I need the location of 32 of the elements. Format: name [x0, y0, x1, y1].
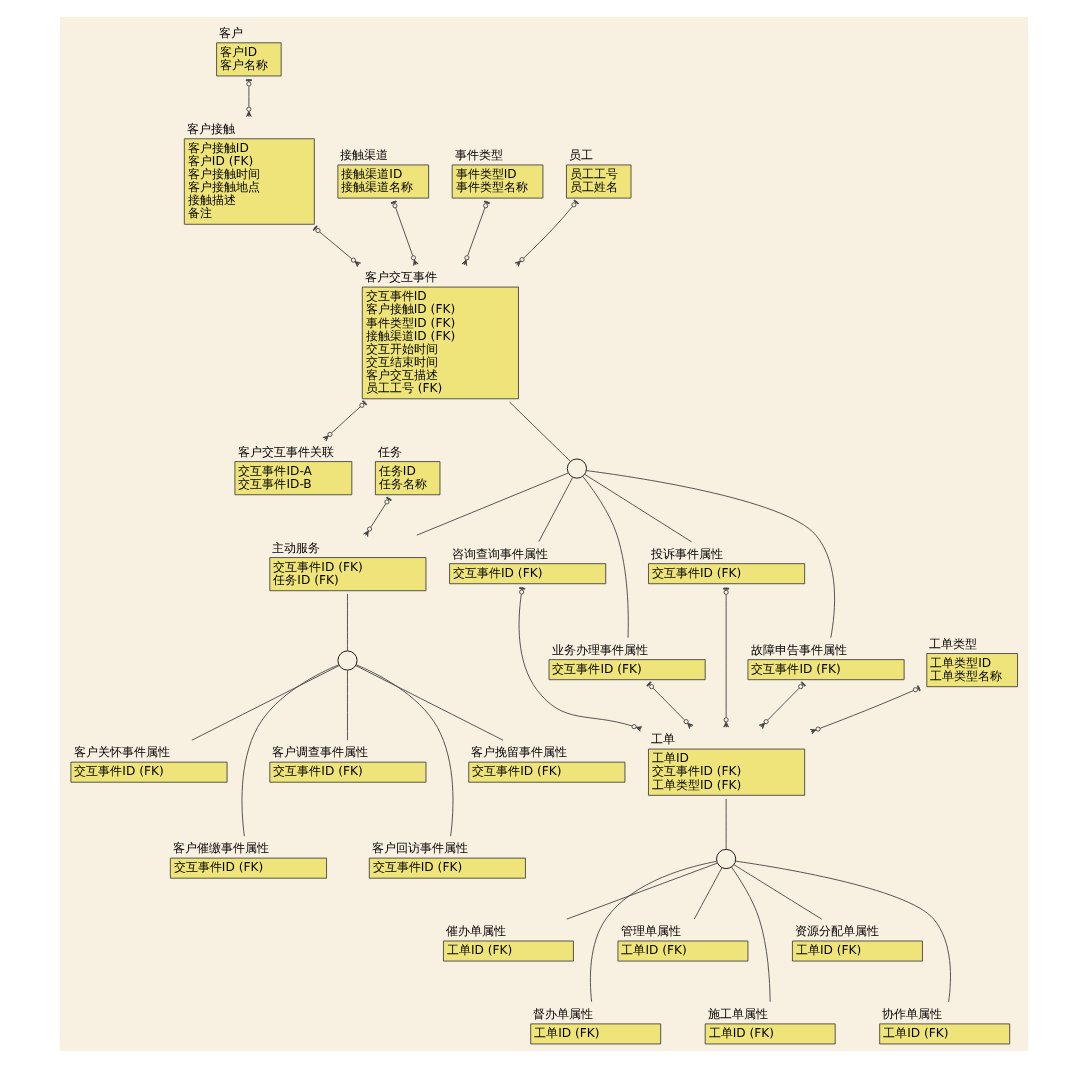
connector [734, 860, 950, 1003]
connector [585, 470, 835, 639]
connector [565, 862, 717, 920]
connector [460, 200, 489, 266]
connector [389, 200, 418, 266]
connector [808, 685, 920, 735]
connector [354, 665, 503, 741]
connector [730, 866, 770, 1003]
node-circle [336, 650, 357, 671]
connector [537, 477, 573, 543]
connector [517, 586, 642, 732]
connector [581, 476, 628, 639]
connector [692, 867, 722, 920]
connector [190, 665, 339, 741]
connector [513, 199, 578, 267]
connector [645, 681, 693, 729]
connector [354, 664, 453, 837]
connector [757, 681, 805, 729]
connector [732, 864, 822, 920]
connector [362, 496, 391, 537]
connector [508, 401, 570, 462]
connector [589, 860, 717, 1003]
connector [346, 669, 347, 741]
connector [583, 474, 692, 543]
connector [346, 593, 347, 652]
connector [724, 798, 726, 850]
node-circle [565, 458, 586, 479]
connector [415, 472, 568, 536]
connector [240, 664, 339, 837]
connector [722, 587, 729, 728]
node-circle [715, 848, 736, 870]
connector [311, 225, 360, 268]
